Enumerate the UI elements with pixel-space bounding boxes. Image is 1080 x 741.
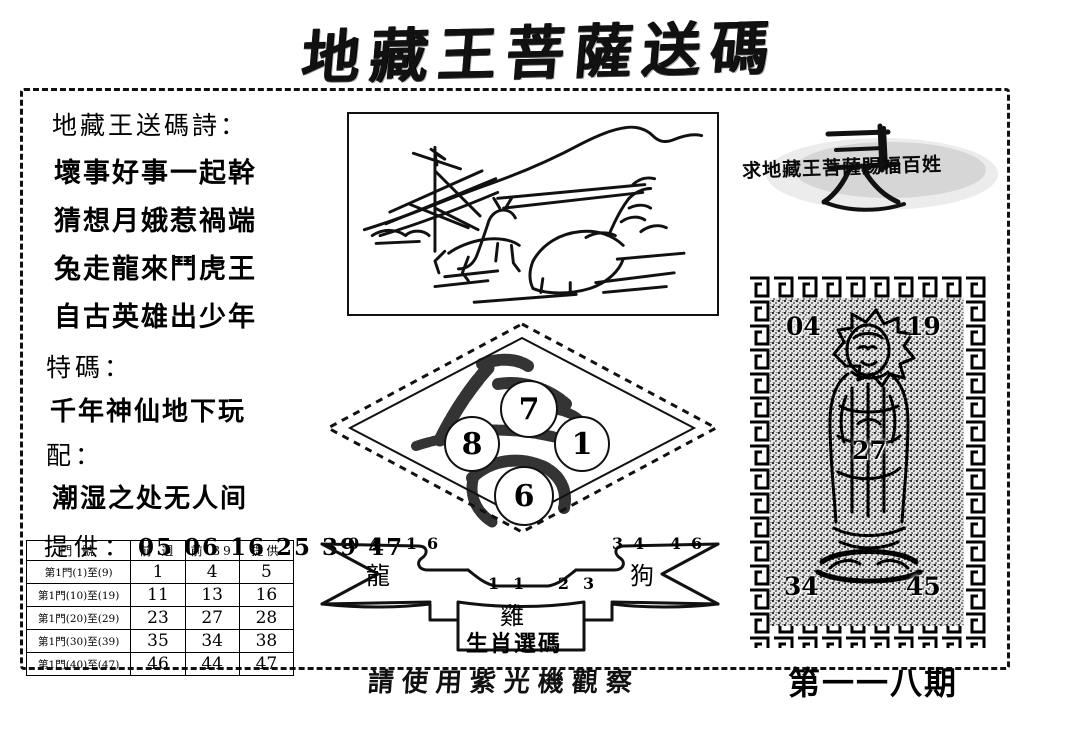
bodhisattva-plate-icon: [748, 276, 986, 648]
poem-line-4: 自古英雄出少年: [54, 302, 257, 333]
cell-value: 4: [184, 560, 240, 584]
number-ball: 1: [554, 416, 610, 472]
table-row: 第1門(1)至(9) 1 4 5: [25, 560, 295, 584]
gate-label: 第1門(20)至(29): [25, 606, 132, 630]
banner-left-numbers: 04 16: [348, 534, 449, 553]
zodiac-banner: 04 16 龍 11 23 雞 生肖選碼 34 46 狗: [318, 528, 722, 657]
number-ball: 6: [494, 466, 554, 526]
poem-line-2: 猜想月娥惹禍端: [54, 206, 257, 237]
cell-value: 44: [184, 652, 240, 676]
banner-middle-numbers: 11 23: [488, 574, 609, 593]
pair-line: 潮湿之处无人间: [52, 484, 249, 514]
table-row: 第1門(30)至(39) 35 34 38: [25, 629, 295, 653]
gate-number-table: 門 號 前 週 前 39 提供 第1門(1)至(9) 1 4 5 第1門(10)…: [25, 540, 295, 676]
column-header-prev1: 前 週: [130, 540, 186, 561]
special-line: 千年神仙地下玩: [50, 397, 247, 427]
column-header-supply: 提供: [238, 540, 295, 561]
poem-heading: 地藏王送碼詩：: [52, 111, 249, 140]
deity-plate: 04 19 27 34 45: [748, 276, 986, 648]
gate-label: 第1門(10)至(19): [25, 583, 132, 607]
plate-number-bottom-right: 45: [906, 572, 941, 601]
cell-value: 38: [238, 629, 295, 653]
issue-number: 第一一八期: [788, 664, 959, 702]
diamond-number-panel: 8 7 1 6: [322, 318, 722, 540]
cell-value: 11: [130, 583, 186, 607]
table-header-row: 門 號 前 週 前 39 提供: [25, 540, 295, 561]
table-row: 第1門(40)至(47) 46 44 47: [25, 652, 295, 676]
number-ball: 8: [444, 416, 500, 472]
plate-number-top-right: 19: [906, 312, 941, 341]
cell-value: 5: [238, 560, 295, 584]
cell-value: 13: [184, 583, 240, 607]
cell-value: 27: [184, 606, 240, 630]
cell-value: 1: [130, 560, 186, 584]
plate-number-bottom-left: 34: [784, 572, 819, 601]
masthead: 地藏王菩薩送碼: [0, 14, 1080, 92]
banner-right-numbers: 34 46: [612, 534, 713, 553]
gate-label: 第1門(30)至(39): [25, 629, 132, 653]
cell-value: 28: [238, 606, 295, 630]
column-header-prev2: 前 39: [184, 540, 240, 561]
page-title: 地藏王菩薩送碼: [298, 14, 782, 92]
gate-label: 第1門(40)至(47): [25, 652, 132, 676]
cell-value: 23: [130, 606, 186, 630]
poem-line-1: 壞事好事一起幹: [54, 158, 257, 189]
gate-label: 第1門(1)至(9): [25, 560, 132, 584]
poem-column: 地藏王送碼詩： 壞事好事一起幹 猜想月娥惹禍端 兔走龍來鬥虎王 自古英雄出少年 …: [34, 100, 402, 568]
cell-value: 47: [238, 652, 295, 676]
blessing-seal: 求地藏王菩薩賜福百姓: [732, 112, 998, 238]
banner-middle-zodiac: 雞: [500, 602, 524, 630]
cell-value: 35: [130, 629, 186, 653]
table-row: 第1門(20)至(29) 23 27 28: [25, 606, 295, 630]
content-frame: [20, 88, 1010, 670]
poem-line-3: 兔走龍來鬥虎王: [54, 254, 257, 285]
special-label: 特碼：: [46, 353, 134, 382]
banner-left-zodiac: 龍: [366, 562, 390, 590]
footer-note: 請使用紫光機觀察: [366, 668, 641, 698]
illustration-panel: [347, 112, 719, 316]
ribbon-banner-icon: [320, 542, 720, 652]
cell-value: 46: [130, 652, 186, 676]
pair-label: 配：: [46, 441, 105, 470]
cell-value: 16: [238, 583, 295, 607]
plate-number-center: 27: [852, 436, 887, 465]
cell-value: 34: [184, 629, 240, 653]
column-header-gate: 門 號: [25, 540, 132, 561]
banner-right-zodiac: 狗: [630, 562, 654, 590]
number-ball: 7: [500, 380, 558, 438]
table-row: 第1門(10)至(19) 11 13 16: [25, 583, 295, 607]
landscape-drawing-icon: [362, 125, 704, 304]
brush-stroke-icon: [766, 123, 998, 212]
banner-caption: 生肖選碼: [466, 631, 563, 657]
plate-number-top-left: 04: [786, 312, 821, 341]
